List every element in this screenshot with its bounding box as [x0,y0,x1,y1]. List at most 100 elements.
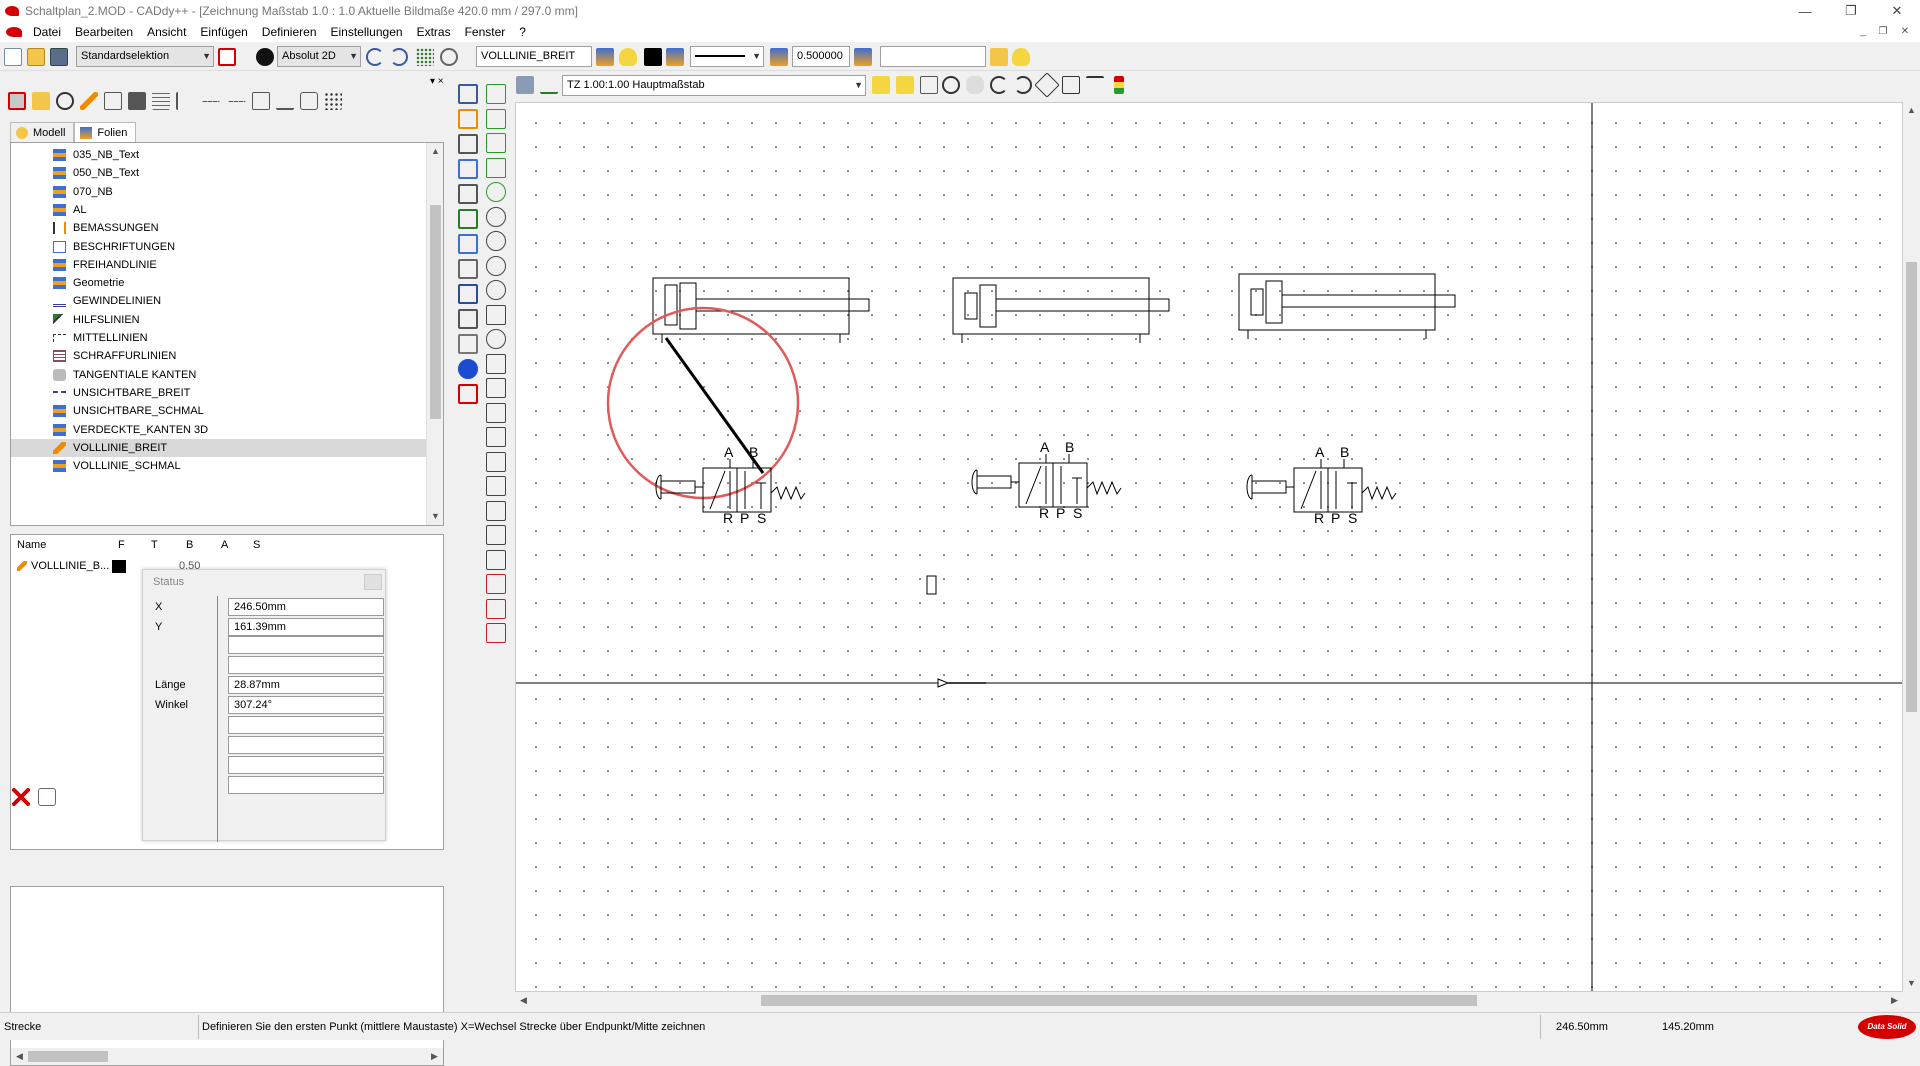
print-icon[interactable] [516,76,534,94]
chamfer-icon[interactable] [486,500,506,521]
document-menu-icon[interactable] [6,27,22,37]
rotate-right-icon[interactable] [1014,76,1032,94]
horizontal-scrollbar[interactable]: ◀ ▶ [11,1048,443,1065]
circle-icon[interactable] [486,255,506,276]
box-3d-icon[interactable] [252,92,270,110]
layer-item[interactable]: VOLLLINIE_SCHMAL [11,457,426,475]
menu-ansicht[interactable]: Ansicht [147,25,187,39]
scrollbar-thumb[interactable] [1906,262,1917,712]
layer-item[interactable]: TANGENTIALE KANTEN [11,366,426,384]
layer-item[interactable]: Geometrie [11,274,426,292]
column-f[interactable]: F [118,539,125,551]
cylinder-1[interactable] [652,277,870,343]
scroll-left-icon[interactable]: ◀ [520,995,527,1005]
layer-item[interactable]: BEMASSUNGEN [11,219,426,237]
cross-select-icon[interactable] [458,159,478,179]
cloud-icon[interactable] [486,378,506,398]
layer-item[interactable]: AL [11,201,426,219]
canvas-vertical-scrollbar[interactable]: ▲ ▼ [1903,102,1920,992]
delete-icon[interactable] [12,788,30,806]
dimension-icon[interactable] [458,309,478,329]
layer-item[interactable]: VERDECKTE_KANTEN 3D [11,421,426,439]
construction-icon[interactable] [458,134,478,154]
zoom-window-icon[interactable] [872,76,890,94]
pen-edit-icon[interactable] [458,209,478,229]
column-t[interactable]: T [151,539,158,551]
mdi-minimize-button[interactable]: _ [1860,26,1866,37]
section-icon[interactable] [486,549,506,570]
pan-hand-icon[interactable] [966,76,984,94]
fillet-icon[interactable] [486,427,506,447]
blank-input-field[interactable] [880,46,986,67]
snap-icon[interactable] [440,48,458,66]
menu-help[interactable]: ? [519,25,526,39]
column-a[interactable]: A [221,539,229,551]
select-arrow-icon[interactable] [458,84,478,104]
solid-icon[interactable] [300,92,318,110]
line-tool-icon[interactable] [540,76,558,94]
minimize-button[interactable]: — [1798,3,1812,19]
offset-icon[interactable] [486,574,506,594]
scroll-down-icon[interactable]: ▼ [431,511,440,521]
folder-icon[interactable] [32,92,50,110]
coordinate-system-icon[interactable] [256,48,274,66]
line-type-select[interactable]: ▼ [690,46,764,67]
menu-datei[interactable]: Datei [33,25,62,39]
parallel-icon[interactable] [486,451,506,472]
menu-extras[interactable]: Extras [416,25,451,39]
layer-item[interactable]: 050_NB_Text [11,164,426,182]
rectangle-icon[interactable] [486,157,506,178]
menu-einstellungen[interactable]: Einstellungen [330,25,403,39]
layer-stack-icon[interactable] [666,48,684,66]
brush-icon[interactable] [128,92,146,110]
cylinder-3[interactable] [1238,273,1456,339]
scroll-up-icon[interactable]: ▲ [1907,105,1916,115]
layer-item[interactable]: UNSICHTBARE_SCHMAL [11,402,426,420]
column-s[interactable]: S [253,539,261,551]
grid-icon[interactable] [416,48,434,66]
polyline-icon[interactable] [486,133,506,153]
ellipse-icon[interactable] [486,329,506,349]
scroll-right-icon[interactable]: ▶ [431,1051,438,1061]
traffic-light-icon[interactable] [1114,76,1124,94]
layer-stack-icon[interactable] [596,48,614,66]
circle-2pt-icon[interactable] [486,206,506,227]
pencil-icon[interactable] [458,109,478,129]
tab-modell[interactable]: Modell [10,122,75,142]
layer-item[interactable]: 070_NB [11,183,426,201]
arc-icon[interactable] [486,280,506,300]
layer-item[interactable]: SCHRAFFURLINIEN [11,347,426,365]
canvas-horizontal-scrollbar[interactable]: ◀ ▶ [515,992,1903,1009]
layer-item[interactable]: BESCHRIFTUNGEN [11,238,426,256]
coordinate-mode-select[interactable]: Absolut 2D▼ [277,46,361,67]
circle-3pt-icon[interactable] [486,231,506,251]
close-button[interactable]: ✕ [1891,3,1903,18]
undo-icon[interactable] [366,48,384,66]
hatch-icon[interactable] [152,92,170,110]
scale-select[interactable]: TZ 1.00:1.00 Hauptmaßstab▼ [562,75,866,96]
column-name[interactable]: Name [17,539,47,551]
save-icon[interactable] [50,48,68,66]
line-icon[interactable] [276,92,294,110]
menu-fenster[interactable]: Fenster [464,25,506,39]
layer-item[interactable]: FREIHANDLINIE [11,256,426,274]
layer-item[interactable]: MITTELLINIEN [11,329,426,347]
scroll-down-icon[interactable]: ▼ [1907,978,1916,988]
redo-icon[interactable] [390,48,408,66]
clipboard-icon[interactable] [38,788,56,806]
layer-item[interactable]: UNSICHTBARE_BREIT [11,384,426,402]
cut-icon[interactable] [458,259,478,279]
pencil-icon[interactable] [80,92,98,110]
layer-item[interactable]: 035_NB_Text [11,146,426,164]
restore-button[interactable]: ❐ [1845,3,1857,18]
new-file-icon[interactable] [4,48,22,66]
color-swatch-icon[interactable] [644,48,662,66]
menu-bearbeiten[interactable]: Bearbeiten [75,25,134,39]
zoom-previous-icon[interactable] [896,76,914,94]
zoom-icon[interactable] [942,76,960,94]
scrollbar-thumb[interactable] [28,1051,108,1062]
arc-3pt-icon[interactable] [486,304,506,325]
